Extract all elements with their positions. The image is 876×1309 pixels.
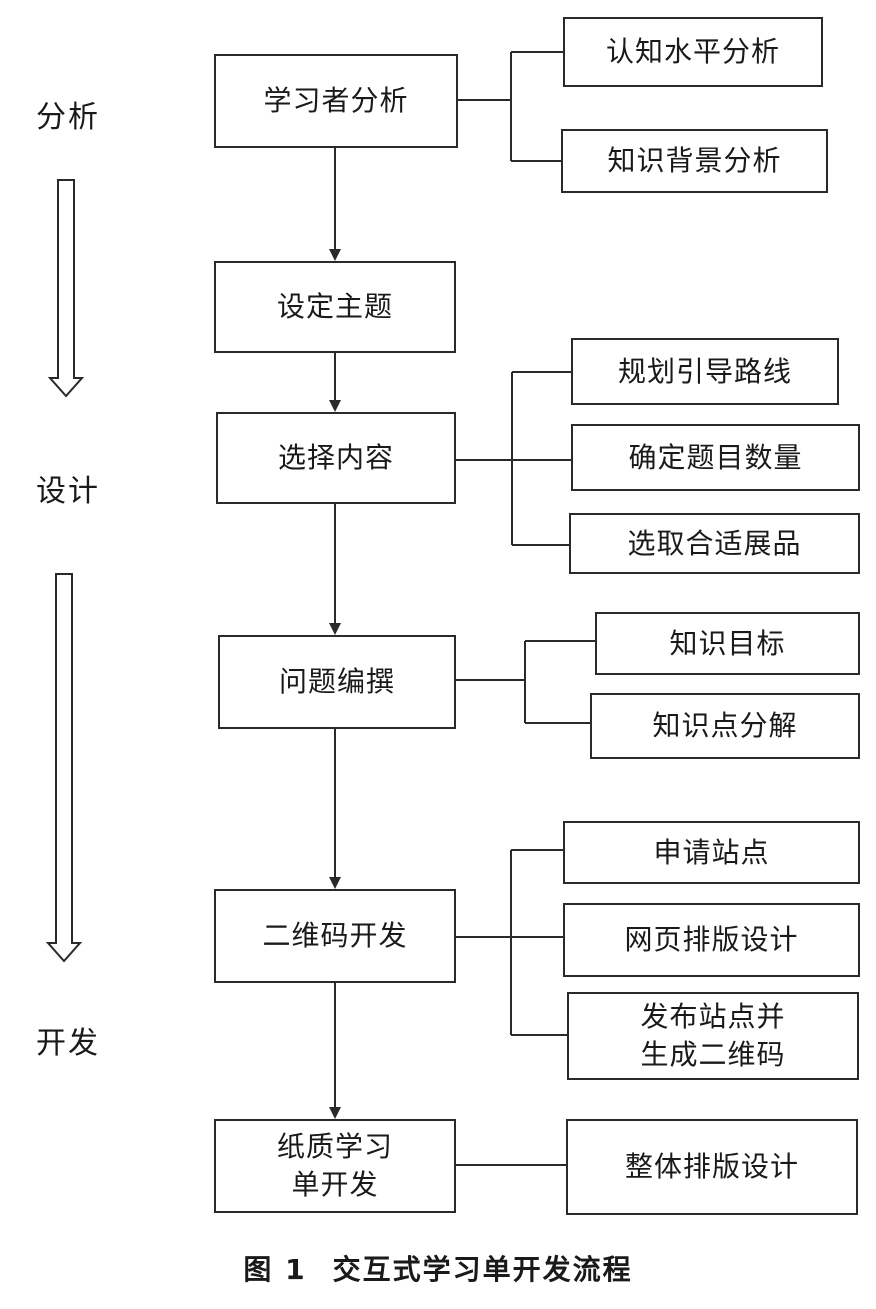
sub-label: 知识点分解 bbox=[652, 709, 798, 742]
sub-label: 确定题目数量 bbox=[628, 440, 803, 474]
sub-label: 选取合适展品 bbox=[627, 526, 802, 560]
stage-arrow-analysis-to-design bbox=[47, 179, 85, 398]
sub-label: 规划引导路线 bbox=[617, 354, 792, 388]
sub-plan-route: 规划引导路线 bbox=[571, 338, 839, 405]
step-label: 设定主题 bbox=[276, 290, 393, 323]
sub-publish-and-qr: 发布站点并 生成二维码 bbox=[567, 992, 859, 1080]
stage-arrow-design-to-development bbox=[45, 573, 83, 963]
sub-apply-site: 申请站点 bbox=[563, 821, 860, 884]
step-label: 选择内容 bbox=[277, 441, 394, 474]
sub-knowledge-goal: 知识目标 bbox=[595, 612, 860, 675]
stage-label-development: 开发 bbox=[36, 1026, 100, 1061]
step-label: 问题编撰 bbox=[278, 665, 395, 698]
sub-knowledge-breakdown: 知识点分解 bbox=[590, 693, 860, 759]
step-label: 二维码开发 bbox=[262, 919, 408, 952]
step-select-content: 选择内容 bbox=[216, 412, 456, 504]
sub-select-exhibits: 选取合适展品 bbox=[569, 513, 860, 574]
stage-label-analysis: 分析 bbox=[36, 100, 100, 135]
sub-label: 整体排版设计 bbox=[624, 1150, 799, 1183]
sub-knowledge-background: 知识背景分析 bbox=[561, 129, 828, 193]
stage-label-design: 设计 bbox=[36, 474, 100, 509]
step-qr-development: 二维码开发 bbox=[214, 889, 456, 983]
bracket-learner-analysis bbox=[458, 51, 563, 162]
step-learner-analysis: 学习者分析 bbox=[214, 54, 458, 148]
sub-label: 发布站点并 生成二维码 bbox=[640, 1000, 786, 1071]
figure-title: 交互式学习单开发流程 bbox=[332, 1253, 633, 1286]
sub-label: 认知水平分析 bbox=[605, 35, 780, 68]
sub-cognitive-level: 认知水平分析 bbox=[563, 17, 823, 87]
sub-overall-layout: 整体排版设计 bbox=[566, 1119, 858, 1215]
sub-web-layout: 网页排版设计 bbox=[563, 903, 860, 977]
bracket-select-content bbox=[456, 371, 571, 546]
sub-label: 申请站点 bbox=[653, 835, 770, 869]
figure-caption: 图 1 交互式学习单开发流程 bbox=[0, 1248, 876, 1288]
sub-label: 知识背景分析 bbox=[607, 144, 782, 177]
step-paper-sheet: 纸质学习 单开发 bbox=[214, 1119, 456, 1213]
sub-label: 知识目标 bbox=[669, 626, 786, 660]
step-set-topic: 设定主题 bbox=[214, 261, 456, 353]
sub-label: 网页排版设计 bbox=[624, 923, 799, 956]
bracket-question-writing bbox=[456, 640, 595, 724]
step-question-writing: 问题编撰 bbox=[218, 635, 456, 729]
figure-number: 图 1 bbox=[243, 1253, 307, 1286]
step-label: 纸质学习 单开发 bbox=[276, 1130, 393, 1201]
bracket-qr-development bbox=[456, 849, 567, 1036]
sub-question-count: 确定题目数量 bbox=[571, 424, 860, 491]
step-label: 学习者分析 bbox=[263, 84, 409, 117]
